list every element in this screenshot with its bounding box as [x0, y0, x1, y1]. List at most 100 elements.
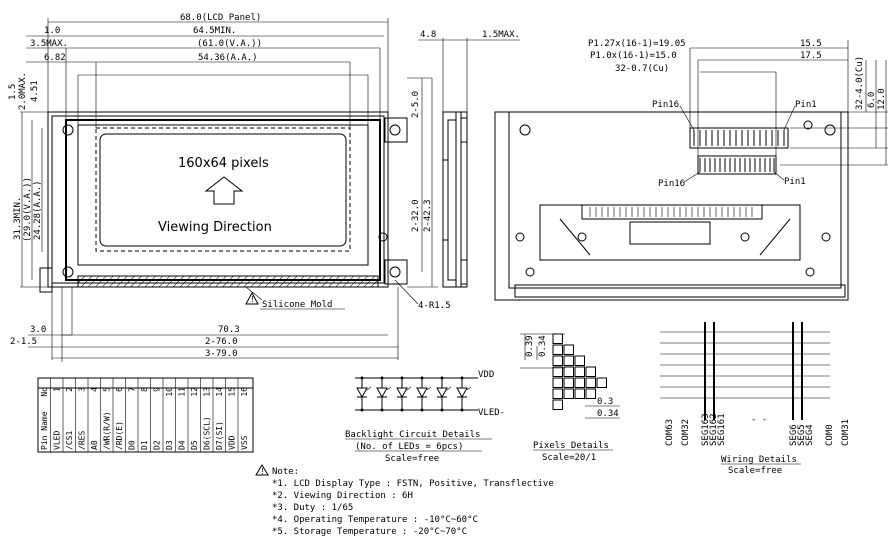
- led-node: [440, 408, 444, 412]
- pixel-cell: [563, 366, 574, 377]
- pix-label-0-34b: 0.34: [597, 409, 619, 419]
- led-diode-icon: [456, 387, 468, 399]
- dim-4-51: 4.51: [30, 80, 40, 102]
- dim-4-r1-5: 4-R1.5: [418, 301, 451, 311]
- dim-aa-width: 54.36(A.A.): [198, 53, 258, 63]
- mount-hole-mr: [378, 232, 388, 242]
- pixel-cell: [552, 399, 563, 410]
- pin-table-row-name: D5: [190, 440, 199, 450]
- pin-table-row-number: 6: [115, 387, 124, 392]
- mount-hole-br: [389, 266, 401, 278]
- dim-3-0: 3.0: [30, 325, 46, 335]
- led-arrow: [446, 386, 452, 391]
- back-frame: [539, 204, 801, 261]
- led-arrow: [406, 386, 412, 391]
- pin-table-row-number: 1: [53, 387, 62, 392]
- pcb-outline: [47, 111, 389, 288]
- pin16-bottom-label: Pin16: [658, 179, 685, 189]
- back-hole-mr: [821, 232, 831, 242]
- pin-header-top-pins: [693, 130, 785, 146]
- dim-2-42-3: 2-42.3: [423, 199, 433, 232]
- dim-2-5-0: 2-5.0: [411, 91, 421, 118]
- pin16-bottom-leader: [683, 171, 701, 183]
- dim-va-height: (29.0(V.A.)): [23, 177, 33, 242]
- led-node: [360, 376, 364, 380]
- pin-table-row-number: 15: [228, 387, 237, 397]
- back-inner-outline: [508, 111, 842, 289]
- wiring-label: SEG161: [717, 413, 727, 446]
- back-ic: [629, 221, 711, 245]
- dim-pin-c: 32-0.7(Cu): [615, 64, 669, 74]
- dim-15-5: 15.5: [800, 39, 822, 49]
- wiring-label: COM63: [665, 419, 675, 446]
- mount-hole-tr: [389, 124, 401, 136]
- pin-table-row-number: 7: [128, 387, 137, 392]
- dim-17-5: 17.5: [800, 51, 822, 61]
- back-hole-tl: [519, 124, 531, 136]
- side-outline: [442, 111, 468, 288]
- led-node: [380, 376, 384, 380]
- dim-1-5: 1.5: [8, 84, 18, 100]
- pixel-cell: [574, 355, 585, 366]
- back-hole-ml: [515, 232, 525, 242]
- pin-table-row-number: 13: [203, 387, 212, 397]
- pixel-details-scale: Scale=20/1: [542, 453, 596, 463]
- pixel-cell: [552, 366, 563, 377]
- wiring-label: COM31: [841, 419, 851, 446]
- dim-panel-width: 68.0(LCD Panel): [180, 13, 261, 23]
- pin-table-row-name: VSS: [240, 435, 249, 450]
- pixel-cell: [574, 377, 585, 388]
- note-heading: Note:: [272, 467, 299, 477]
- pin-table-row-number: 2: [65, 387, 74, 392]
- pin-table-row-name: D2: [153, 440, 162, 450]
- pixel-cell: [552, 388, 563, 399]
- pin-table-row-name: D7(SI): [215, 421, 224, 450]
- wiring-label: SEG162: [709, 413, 719, 446]
- pin1-top-label: Pin1: [795, 100, 817, 110]
- note-warning-mark: !: [260, 467, 265, 476]
- pin16-top-leader: [679, 105, 695, 131]
- pin-table-row-name: D6(SCL): [203, 416, 212, 450]
- side-pcb: [455, 111, 462, 288]
- back-outline: [494, 111, 849, 301]
- wiring-label: SEG6: [789, 424, 799, 446]
- wiring-label: SEG4: [805, 424, 815, 446]
- pin-table-row-name: D3: [165, 440, 174, 450]
- back-hole-cr: [740, 232, 750, 242]
- active-area: [95, 127, 351, 252]
- dim-12-0: 12.0: [877, 88, 887, 110]
- led-diode-icon: [396, 387, 408, 399]
- note-item-3: *3. Duty : 1/65: [272, 503, 353, 513]
- back-hole-br: [805, 267, 815, 277]
- led-diode-icon: [376, 387, 388, 399]
- led-diode-icon: [436, 387, 448, 399]
- dim-4-8: 4.8: [420, 30, 436, 40]
- dim-pitch-b: P1.0x(16-1)=15.0: [590, 51, 677, 61]
- pixel-grid: [552, 333, 607, 410]
- pixel-cell: [574, 366, 585, 377]
- led-node: [440, 376, 444, 380]
- dim-2-1-5: 2-1.5: [10, 337, 37, 347]
- wiring-title: Wiring Details: [721, 455, 797, 465]
- dim-min-width: 64.5MIN.: [193, 26, 236, 36]
- led-node: [460, 376, 464, 380]
- front-view: 160x64 pixels Viewing Direction ! Silico…: [8, 13, 451, 362]
- pixel-cell: [563, 355, 574, 366]
- back-view: P1.27x(16-1)=19.05 P1.0x(16-1)=15.0 32-0…: [494, 39, 888, 301]
- pin-table-row-name: VDD: [228, 435, 237, 450]
- pin-header-bottom: [697, 155, 777, 175]
- pin-table-row-name: D4: [178, 440, 187, 450]
- pixel-cell: [563, 377, 574, 388]
- led-node: [380, 408, 384, 412]
- r15-leader: [394, 279, 419, 305]
- backlight-title: Backlight Circuit Details: [345, 430, 480, 440]
- silicone-mold-label: Silicone Mold: [262, 300, 332, 310]
- pin1-bottom-label: Pin1: [784, 177, 806, 187]
- silicone-mold-band: [77, 275, 379, 288]
- pin-table-row-name: A0: [90, 440, 99, 450]
- wiring-scale: Scale=free: [728, 466, 782, 476]
- dim-3-79-0: 3-79.0: [205, 349, 238, 359]
- pixel-details-title: Pixels Details: [533, 441, 609, 451]
- pin1-bottom-leader: [773, 171, 785, 181]
